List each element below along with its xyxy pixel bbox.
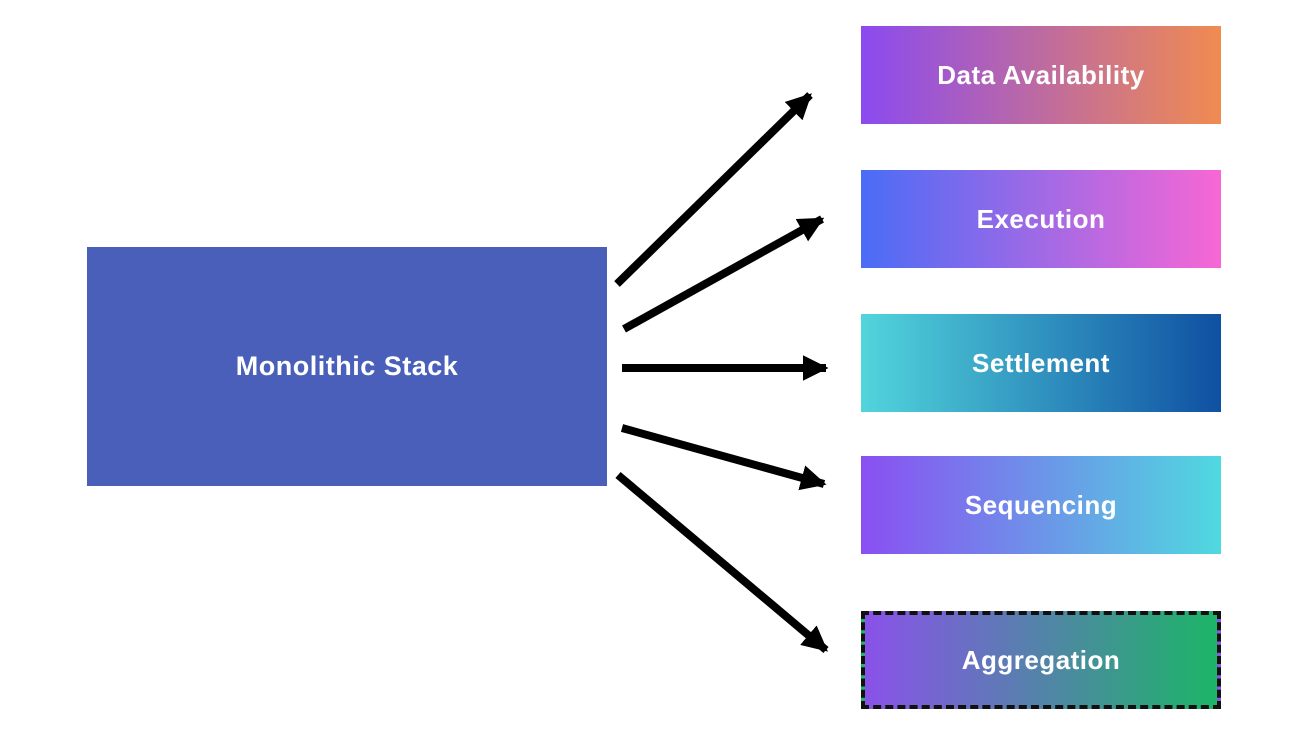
node-aggregation-label: Aggregation	[961, 644, 1121, 675]
arrow-monolithic-to-data-availability	[614, 92, 813, 287]
node-aggregation: Aggregation	[861, 611, 1221, 709]
node-data-availability-label: Data Availability	[937, 59, 1145, 90]
arrow-monolithic-to-aggregation	[615, 471, 829, 654]
node-sequencing: Sequencing	[861, 456, 1221, 554]
node-settlement-label: Settlement	[972, 347, 1110, 378]
arrow-monolithic-to-execution	[622, 215, 825, 333]
node-settlement: Settlement	[861, 314, 1221, 412]
node-execution-label: Execution	[976, 203, 1106, 234]
node-execution: Execution	[861, 170, 1221, 268]
arrow-monolithic-to-sequencing	[620, 424, 827, 491]
node-monolithic-stack-label: Monolithic Stack	[235, 351, 459, 381]
node-monolithic-stack: Monolithic Stack	[87, 247, 607, 486]
node-data-availability: Data Availability	[861, 26, 1221, 124]
node-sequencing-label: Sequencing	[964, 489, 1118, 520]
